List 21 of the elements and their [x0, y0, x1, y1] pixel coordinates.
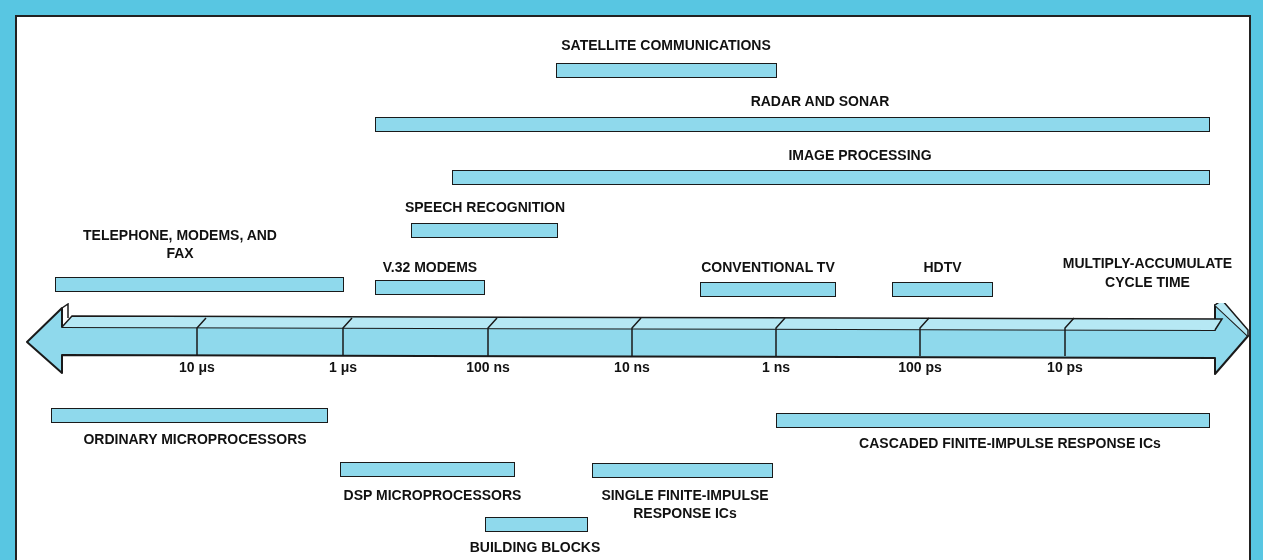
tick-label: 100 ns: [465, 358, 511, 376]
tick-label: 100 ps: [897, 358, 943, 376]
axis-title: MULTIPLY-ACCUMULATE CYCLE TIME: [1061, 254, 1234, 292]
range-label: CASCADED FINITE-IMPULSE RESPONSE ICs: [858, 434, 1162, 452]
tick-label: 10 ps: [1046, 358, 1084, 376]
range-label: DSP MICROPROCESSORS: [342, 486, 523, 504]
tick-label: 10 μs: [178, 358, 216, 376]
range-label: ORDINARY MICROPROCESSORS: [82, 430, 308, 448]
range-label: CONVENTIONAL TV: [700, 258, 836, 276]
tick-label: 1 μs: [328, 358, 358, 376]
range-label: V.32 MODEMS: [381, 258, 479, 276]
range-label: TELEPHONE, MODEMS, AND FAX: [82, 226, 278, 262]
tick-label: 10 ns: [613, 358, 651, 376]
range-label: SINGLE FINITE-IMPULSE RESPONSE ICs: [600, 486, 770, 522]
range-label: SATELLITE COMMUNICATIONS: [560, 36, 772, 54]
tick-label: 1 ns: [761, 358, 791, 376]
range-label: BUILDING BLOCKS: [468, 538, 602, 556]
range-label: RADAR AND SONAR: [749, 92, 891, 110]
range-label: HDTV: [922, 258, 963, 276]
range-label: SPEECH RECOGNITION: [403, 198, 567, 216]
range-label: IMAGE PROCESSING: [787, 146, 933, 164]
